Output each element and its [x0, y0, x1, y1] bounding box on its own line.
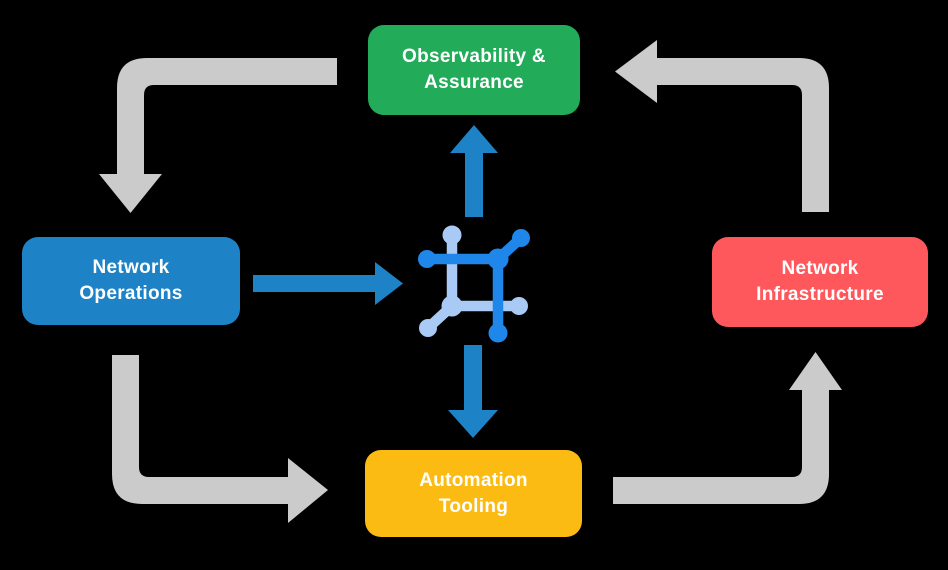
arrow-observability-to-operations [99, 58, 337, 213]
network-hub-icon [418, 225, 530, 343]
node-network-operations: Network Operations [22, 237, 240, 325]
node-network-infrastructure: Network Infrastructure [712, 237, 928, 327]
node-label-line: Observability & [402, 46, 546, 67]
node-automation-tooling: Automation Tooling [365, 450, 582, 537]
arrow-hub-to-tooling [448, 345, 498, 438]
arrow-operations-to-tooling [112, 355, 328, 523]
node-observability-assurance: Observability & Assurance [368, 25, 580, 115]
arrow-operations-to-hub [253, 262, 403, 305]
arrow-infrastructure-to-observability [615, 40, 829, 212]
node-label-line: Assurance [424, 72, 524, 93]
arrow-tooling-to-infrastructure [613, 352, 842, 504]
hub-icon-primary-nodes [418, 229, 530, 343]
node-label-line: Automation [419, 469, 528, 491]
node-label-line: Network [92, 257, 170, 278]
node-label-line: Infrastructure [756, 284, 884, 305]
arrow-hub-to-observability [450, 125, 498, 217]
hub-icon-secondary-nodes [419, 225, 528, 337]
node-label-line: Network [781, 258, 859, 279]
node-label-line: Tooling [438, 495, 509, 517]
node-label-line: Operations [79, 283, 183, 304]
